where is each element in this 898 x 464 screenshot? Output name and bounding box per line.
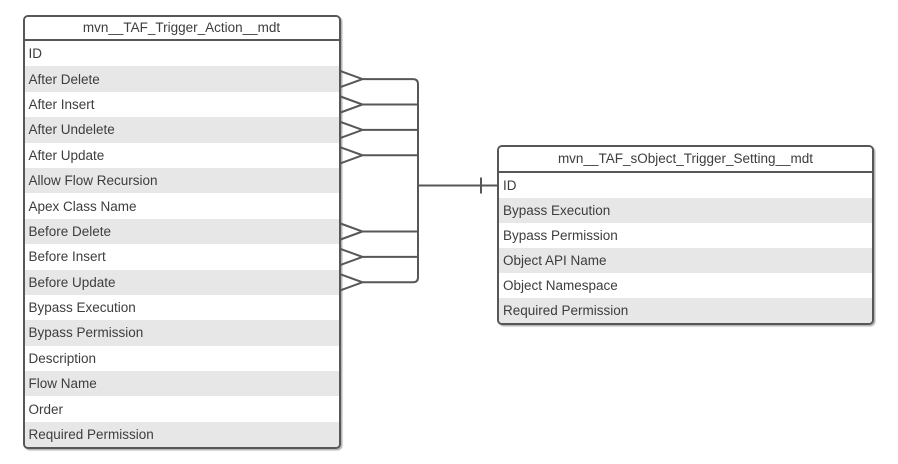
field-row: Before Delete: [24, 218, 339, 245]
field-row: Object Namespace: [499, 273, 872, 298]
field-row: ID: [499, 173, 872, 198]
field-row: Bypass Execution: [499, 198, 872, 223]
field-row: Flow Name: [24, 371, 339, 397]
field-row: Required Permission: [499, 298, 872, 323]
field-row: After Delete: [24, 66, 339, 92]
field-row: ID: [24, 41, 339, 67]
field-row: Allow Flow Recursion: [24, 167, 339, 194]
field-row: Before Insert: [24, 244, 339, 270]
field-row: Before Update: [24, 269, 339, 295]
field-row: Bypass Permission: [24, 320, 339, 346]
field-row: After Update: [24, 142, 339, 168]
field-row: Description: [24, 345, 339, 372]
field-row: Apex Class Name: [24, 193, 339, 219]
field-row: Object API Name: [499, 248, 872, 273]
field-row: Order: [24, 396, 339, 422]
relationship-lines[interactable]: [340, 70, 498, 292]
field-row: Bypass Permission: [499, 223, 872, 248]
table-sobject-trigger-setting[interactable]: mvn__TAF_sObject_Trigger_Setting__mdt ID…: [497, 144, 874, 325]
field-row: After Insert: [24, 91, 339, 118]
field-row: Bypass Execution: [24, 294, 339, 321]
field-row: Required Permission: [24, 421, 339, 448]
field-row: After Undelete: [24, 117, 339, 143]
table-sobject-trigger-setting-title: mvn__TAF_sObject_Trigger_Setting__mdt: [499, 146, 872, 173]
table-trigger-action-title: mvn__TAF_Trigger_Action__mdt: [24, 16, 339, 41]
